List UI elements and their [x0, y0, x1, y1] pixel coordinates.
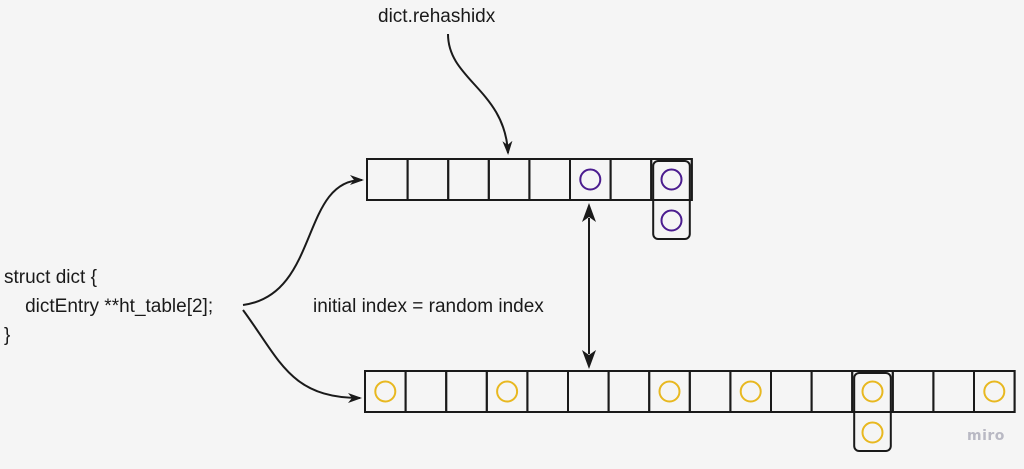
bottom-table-bucket	[648, 370, 691, 413]
bottom-table-bucket	[851, 370, 894, 413]
top-table-bucket	[406, 158, 450, 201]
bottom-table-bucket	[729, 370, 773, 413]
code-line-struct-close: }	[4, 325, 11, 346]
top-table-chain	[652, 160, 691, 240]
ht-table-to-bottom-arrow	[242, 309, 362, 403]
bottom-table-bucket	[526, 370, 570, 413]
bottom-table-bucket	[364, 370, 407, 413]
top-table-bucket	[609, 158, 653, 201]
top-table-bucket	[447, 158, 490, 201]
bottom-table-bucket	[607, 370, 651, 413]
bottom-table-bucket	[973, 370, 1016, 413]
index-arrow-up-head	[582, 203, 596, 222]
bottom-table-bucket	[485, 370, 529, 413]
ht-table-to-top-arrow	[242, 175, 364, 306]
top-table-bucket	[487, 158, 531, 201]
index-arrow-down-head	[582, 350, 596, 369]
bottom-table-bucket	[891, 370, 935, 413]
bottom-table-entry	[374, 380, 397, 403]
top-table-entry	[660, 209, 683, 232]
bottom-table-bucket	[810, 370, 854, 413]
rehashidx-label: dict.rehashidx	[378, 6, 496, 27]
bottom-table-bucket	[770, 370, 813, 413]
bottom-table-entry	[861, 421, 884, 444]
top-table-bucket	[528, 158, 572, 201]
bottom-table-entry	[983, 380, 1006, 403]
bottom-table-bucket	[932, 370, 976, 413]
bottom-table-chain	[853, 372, 892, 452]
bottom-table-entry	[658, 380, 681, 403]
miro-watermark: miro	[967, 428, 1005, 444]
bottom-table-bucket	[567, 370, 610, 413]
bottom-table-bucket	[404, 370, 448, 413]
top-table-entry	[579, 168, 602, 191]
top-table-entry	[660, 168, 683, 191]
bottom-table-bucket	[445, 370, 488, 413]
code-line-struct-open: struct dict {	[4, 267, 97, 288]
top-table-bucket	[569, 158, 612, 201]
top-table-bucket	[366, 158, 409, 201]
bottom-table-entry	[861, 380, 884, 403]
top-table-bucket	[650, 158, 693, 201]
bottom-table-bucket	[688, 370, 732, 413]
bottom-hash-table	[364, 370, 1016, 452]
initial-index-label: initial index = random index	[313, 296, 544, 317]
bottom-table-entry	[496, 380, 519, 403]
top-hash-table	[366, 158, 693, 240]
rehashidx-arrow	[447, 33, 513, 155]
code-line-ht-table: dictEntry **ht_table[2];	[4, 296, 214, 317]
bottom-table-entry	[739, 380, 762, 403]
